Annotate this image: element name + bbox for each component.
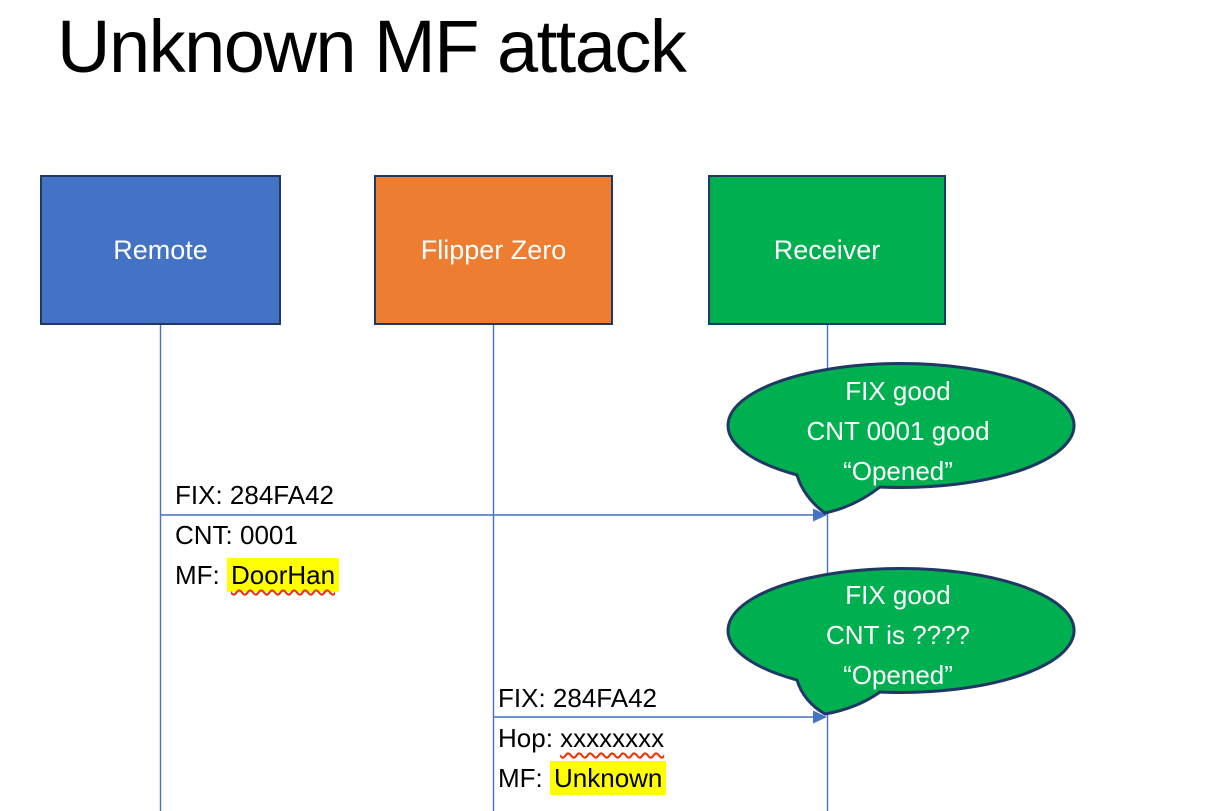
actor-label-remote: Remote bbox=[113, 234, 208, 265]
message1-arrowhead-icon bbox=[813, 508, 827, 522]
actor-box-remote: Remote bbox=[40, 175, 281, 325]
actor-box-flipper-zero: Flipper Zero bbox=[374, 175, 613, 325]
actor-box-receiver: Receiver bbox=[708, 175, 946, 325]
message1-mf-prefix: MF: bbox=[175, 560, 227, 590]
message1-line-mf: MF: DoorHan bbox=[175, 555, 340, 595]
speech-bubble-1-text: FIX good CNT 0001 good “Opened” bbox=[723, 371, 1073, 491]
message2-arrowhead-icon bbox=[813, 710, 827, 724]
message2-hop-value: xxxxxxxx bbox=[560, 723, 665, 753]
message2-hop-prefix: Hop: bbox=[498, 723, 561, 753]
message2-label: FIX: 284FA42 Hop: xxxxxxxx MF: Unknown bbox=[498, 678, 667, 798]
bubble2-line1: FIX good bbox=[845, 580, 951, 610]
message2-line-mf: MF: Unknown bbox=[498, 758, 667, 798]
message1-label: FIX: 284FA42 CNT: 0001 MF: DoorHan bbox=[175, 475, 340, 595]
actor-label-receiver: Receiver bbox=[773, 234, 881, 265]
message1-mf-value-highlighted: DoorHan bbox=[227, 558, 340, 592]
message2-mf-value-highlighted: Unknown bbox=[550, 761, 667, 795]
bubble1-line2: CNT 0001 good bbox=[806, 416, 990, 446]
actor-label-flipper-zero: Flipper Zero bbox=[420, 234, 567, 265]
message2-line-fix: FIX: 284FA42 bbox=[498, 683, 657, 713]
message2-line-hop: Hop: xxxxxxxx bbox=[498, 718, 666, 758]
page-title: Unknown MF attack bbox=[57, 5, 687, 88]
speech-bubble-2-shape bbox=[726, 566, 1076, 716]
message1-line-cnt: CNT: 0001 bbox=[175, 520, 298, 550]
bubble1-line3: “Opened” bbox=[843, 456, 953, 486]
bubble2-line2: CNT is ???? bbox=[825, 620, 971, 650]
speech-bubble-1-shape bbox=[726, 361, 1076, 515]
bubble1-line1: FIX good bbox=[845, 376, 951, 406]
message2-mf-prefix: MF: bbox=[498, 763, 550, 793]
message1-line-fix: FIX: 284FA42 bbox=[175, 480, 334, 510]
speech-bubble-2-text: FIX good CNT is ???? “Opened” bbox=[723, 575, 1073, 695]
bubble2-line3: “Opened” bbox=[843, 660, 953, 690]
